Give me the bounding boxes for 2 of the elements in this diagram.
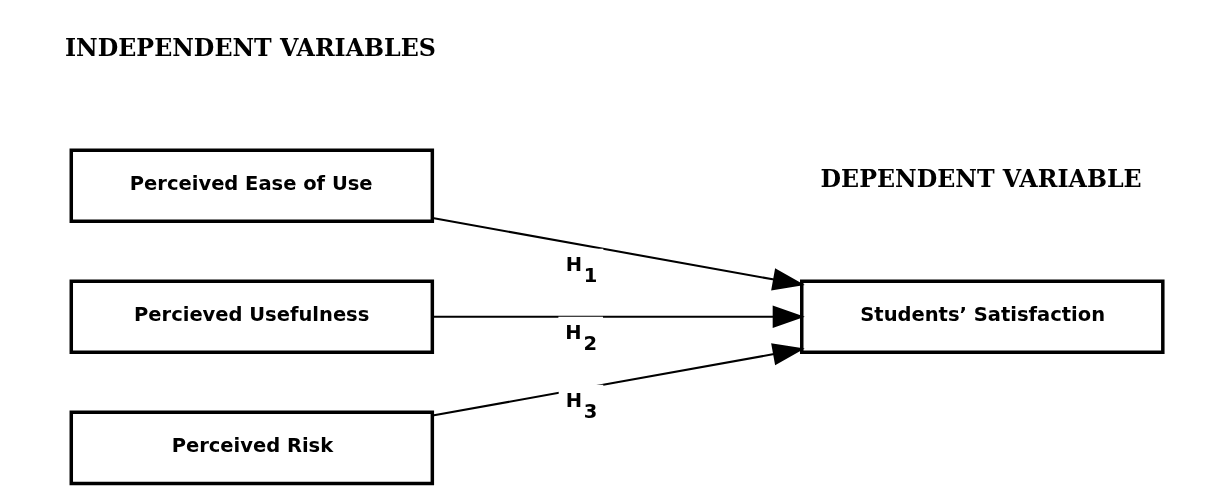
label: DEPENDENT VARIABLE: [820, 165, 1142, 194]
label: INDEPENDENT VARIABLES: [65, 34, 436, 63]
